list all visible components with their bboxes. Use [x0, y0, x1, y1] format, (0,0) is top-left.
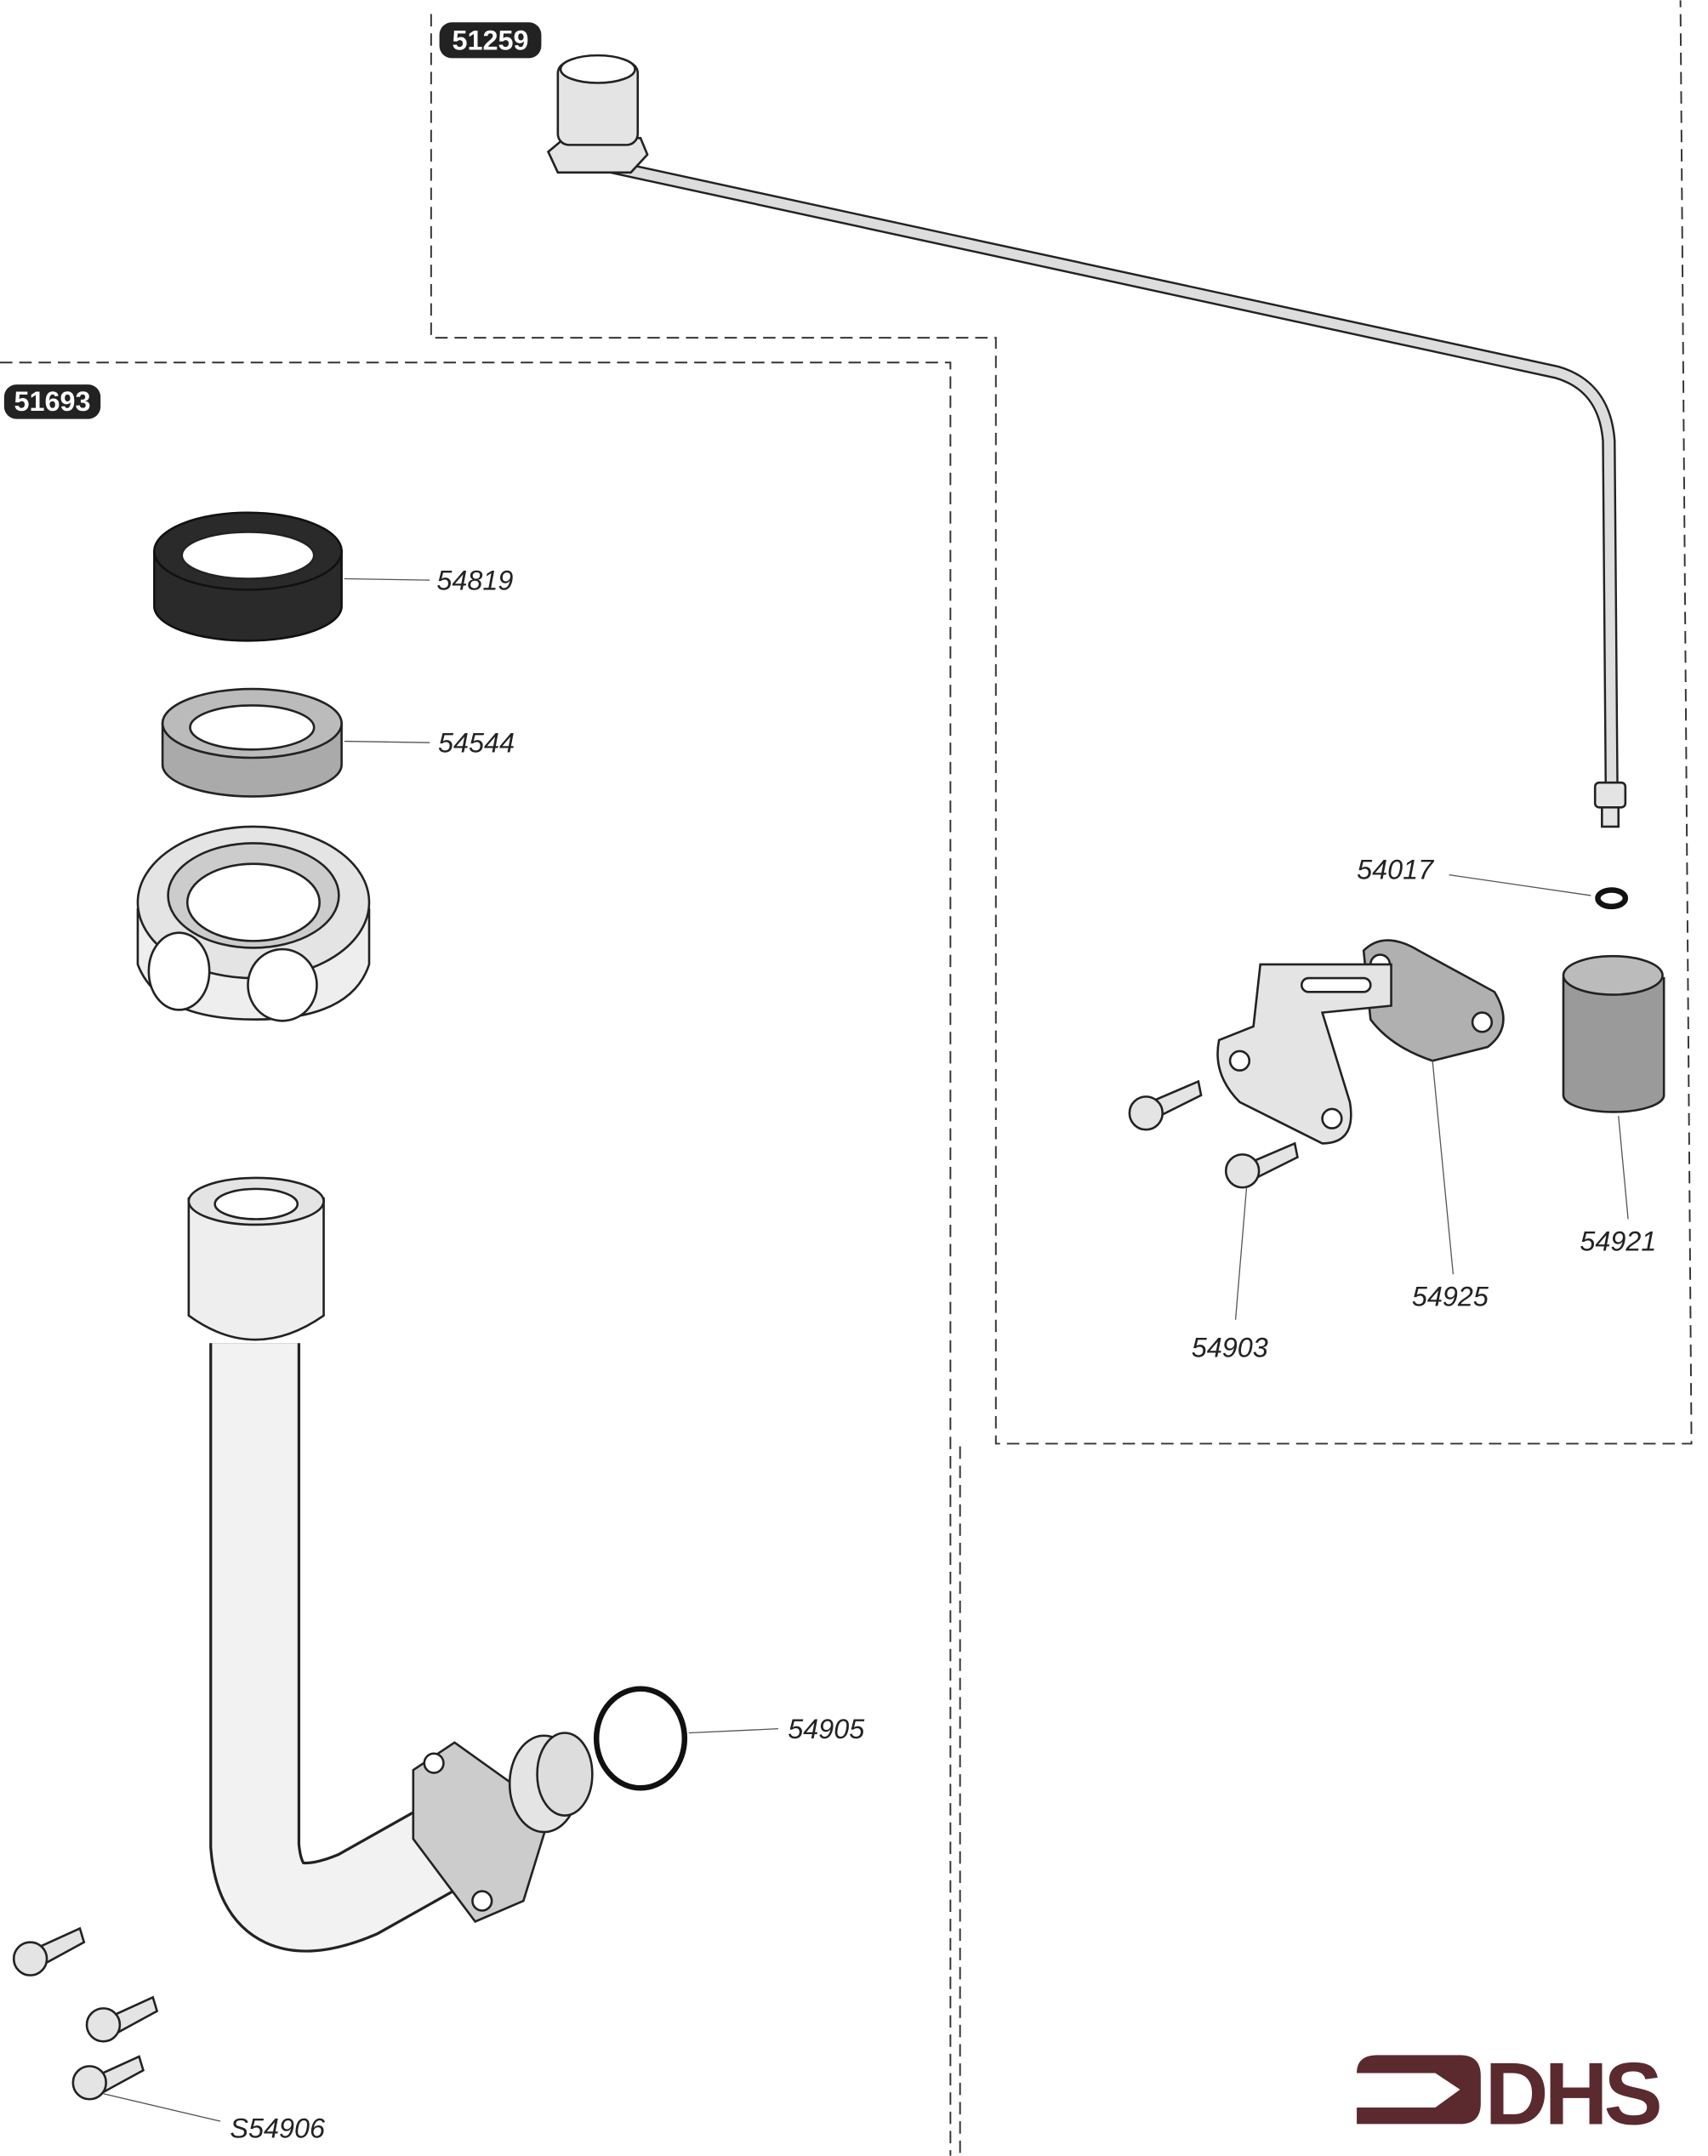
part-54017-oring [1595, 887, 1629, 910]
part-label-54903: 54903 [1192, 1332, 1268, 1362]
svg-text:51693: 51693 [14, 386, 91, 417]
dhs-logo: DHS [1357, 2044, 1664, 2142]
part-label-54925: 54925 [1412, 1282, 1489, 1312]
part-54921-cap [1562, 954, 1665, 1113]
part-label-S54906-text: S54906 [230, 2113, 325, 2144]
assembly-boundary-51693 [0, 361, 952, 2156]
pipe-assembly-51693 [187, 1176, 594, 1953]
part-label-54905: 54905 [788, 1714, 865, 1744]
assembly-boundary-51259 [430, 0, 1693, 1445]
part-label-54921: 54921 [1580, 1226, 1656, 1257]
part-label-54544: 54544 [438, 728, 515, 759]
pipe-assembly-51259 [546, 54, 1627, 828]
part-S54906-screws [12, 1926, 159, 2101]
part-54905-oring [593, 1686, 688, 1791]
bracket [1216, 963, 1392, 1145]
svg-text:51259: 51259 [452, 26, 528, 56]
part-label-54017: 54017 [1357, 855, 1434, 885]
svg-text:DHS: DHS [1485, 2044, 1660, 2142]
union-nut [136, 825, 371, 1022]
assembly-badge-51693: 51693 [3, 384, 101, 419]
part-label-54819: 54819 [436, 565, 513, 595]
assembly-badge-51259: 51259 [439, 22, 542, 59]
part-54903-screws [1128, 1079, 1299, 1189]
part-54544-ring [161, 687, 343, 798]
part-54819-seal [153, 511, 343, 642]
